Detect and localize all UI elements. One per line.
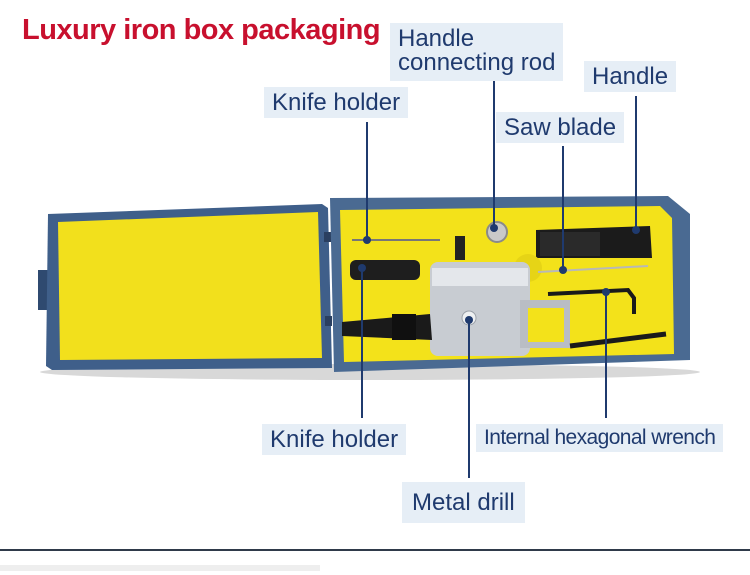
label-internal-hex-wrench: Internal hexagonal wrench bbox=[476, 424, 724, 453]
hinge-top bbox=[324, 232, 331, 242]
dot-knife-holder-bottom bbox=[358, 264, 366, 272]
lid-latch bbox=[38, 270, 48, 310]
bottom-fade-strip bbox=[0, 565, 320, 571]
page-title: Luxury iron box packaging bbox=[22, 14, 381, 46]
dot-handle bbox=[632, 226, 640, 234]
hinge-bottom bbox=[325, 316, 332, 326]
leader-lines bbox=[361, 76, 637, 478]
hex-wrench-long bbox=[569, 331, 667, 349]
label-knife-holder-bottom: Knife holder bbox=[262, 424, 407, 456]
dot-hex-wrench bbox=[602, 288, 610, 296]
drill-highlight bbox=[432, 268, 528, 286]
drill-shank bbox=[455, 236, 465, 260]
bottom-divider bbox=[0, 549, 750, 551]
dot-saw-blade bbox=[559, 266, 567, 274]
saw-blade-part bbox=[537, 265, 649, 273]
metal-drill-part bbox=[430, 262, 570, 356]
drill-jaw-gap bbox=[528, 308, 564, 342]
dot-knife-holder-top bbox=[363, 236, 371, 244]
handle-part bbox=[536, 226, 652, 258]
label-saw-blade: Saw blade bbox=[496, 112, 625, 144]
lid-inner bbox=[58, 212, 322, 360]
connecting-rod-part bbox=[486, 221, 508, 243]
label-handle-connecting-rod: Handle connecting rod bbox=[390, 23, 564, 81]
label-handle: Handle bbox=[584, 61, 677, 93]
leader-dots bbox=[358, 224, 640, 324]
hex-wrench-part bbox=[547, 287, 636, 314]
label-metal-drill: Metal drill bbox=[402, 482, 525, 524]
handle-texture bbox=[540, 232, 600, 256]
knife-holder-sleeve-part bbox=[350, 260, 420, 280]
case-lid bbox=[38, 204, 332, 370]
dot-connecting-rod bbox=[490, 224, 498, 232]
dot-metal-drill bbox=[465, 316, 473, 324]
label-knife-holder-top: Knife holder bbox=[264, 87, 409, 119]
drill-collar bbox=[392, 314, 416, 340]
